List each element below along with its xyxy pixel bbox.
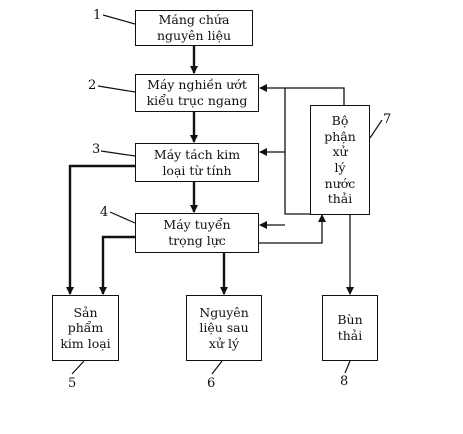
leader-line-3 <box>101 151 135 156</box>
arrow-7-to-2 <box>260 88 344 105</box>
arrow-4-to-5 <box>103 237 135 294</box>
leader-line-8 <box>345 361 350 373</box>
leader-line-1 <box>103 15 135 24</box>
leader-line-2 <box>98 86 135 92</box>
leader-line-6 <box>212 361 222 374</box>
leader-line-7 <box>370 120 382 138</box>
arrow-4-to-7 <box>259 215 322 243</box>
recycle-branch-line <box>285 88 310 214</box>
leader-line-5 <box>72 361 84 374</box>
leader-line-4 <box>110 212 135 223</box>
